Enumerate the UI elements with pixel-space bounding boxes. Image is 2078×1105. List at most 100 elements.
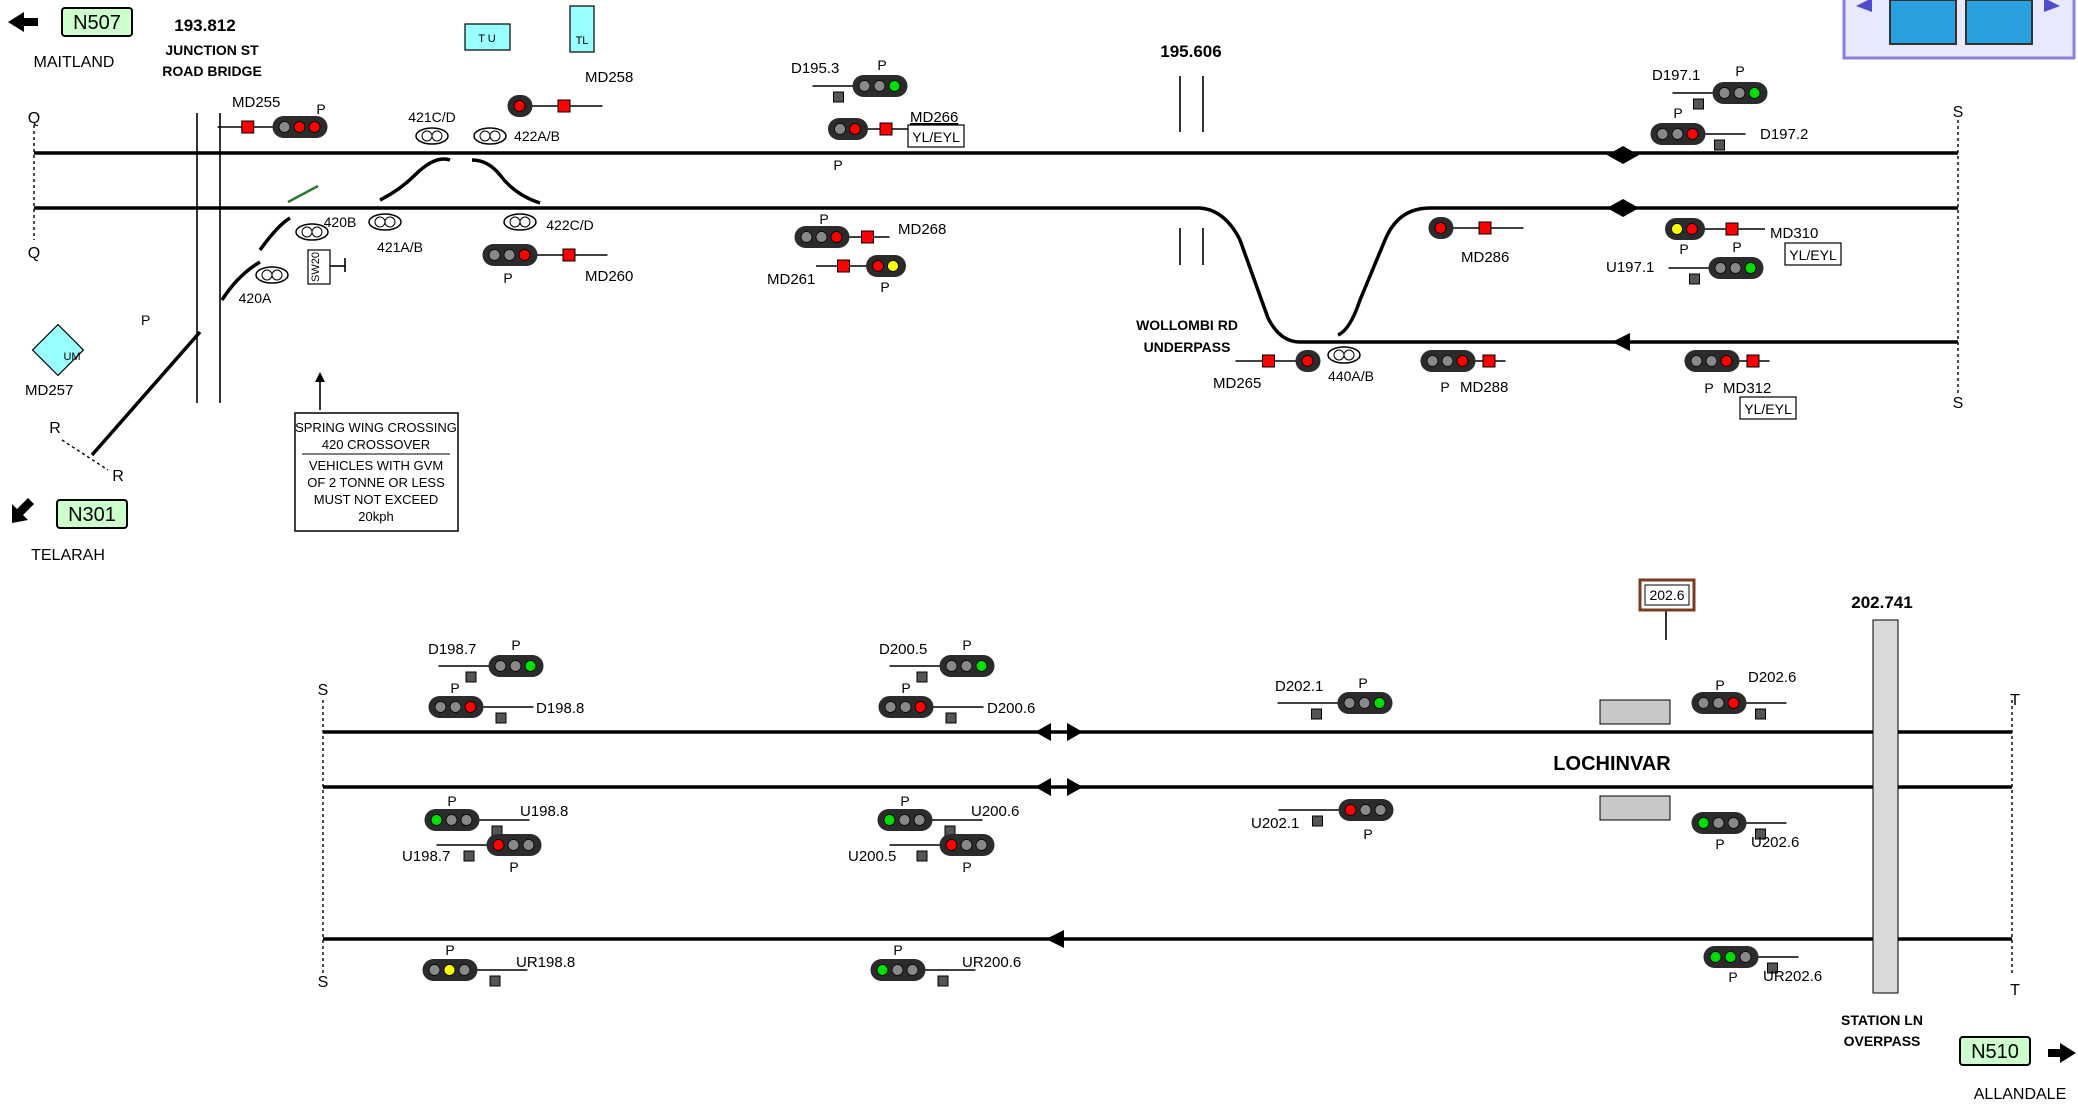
u2026-p: P [1715,836,1724,852]
km-193: 193.812 [174,16,235,35]
signal-d2005-lamp [945,660,958,672]
signal-md255-lamp [308,121,321,133]
md258-label: MD258 [585,69,633,86]
signal-md265[interactable] [1235,350,1321,372]
signal-d1971[interactable] [1672,82,1768,110]
md288-p: P [1440,379,1449,395]
d1971-p: P [1735,63,1744,79]
direction-arrow-4 [1035,723,1083,741]
signal-md310-lamp [1671,223,1683,235]
signal-d2006[interactable] [878,696,984,724]
d2021-p: P [1358,675,1367,691]
point-422ab: 422A/B [514,128,560,144]
signal-d1953-marker [833,91,844,103]
signal-d1953-lamp [888,80,901,92]
signal-u1971-lamp [1744,262,1757,274]
signal-md286-lamp [1434,222,1447,234]
u1987-p: P [509,859,518,875]
signal-u1988[interactable] [424,809,530,837]
signal-md312-lamp [1720,355,1733,367]
signal-md258[interactable] [507,95,603,117]
km-195: 195.606 [1160,42,1221,61]
signal-u2005-lamp [960,839,973,851]
signal-ur1988[interactable] [422,959,528,987]
letter-t-2: T [2010,982,2020,999]
monitor-widget[interactable] [1842,0,2076,60]
d2021-label: D202.1 [1275,678,1323,695]
signal-d2006-lamp [914,701,927,713]
sw20-box [307,249,331,285]
signal-md260[interactable] [482,244,608,266]
point-motor-icon [255,266,289,284]
station-ln-line2: OVERPASS [1844,1033,1921,1049]
signal-labels: MD255 P MD258 MD257 P MD260 P D195.3 P M… [25,57,1842,985]
signal-md260-lamp [503,249,516,261]
signal-u1971-marker [1689,273,1700,285]
letter-q-bottom: Q [28,245,40,262]
md288-label: MD288 [1460,379,1508,396]
signal-u1971[interactable] [1668,257,1764,285]
signal-ur2006[interactable] [870,959,976,987]
signal-ur2026-lamp [1724,951,1737,963]
monitor-arrow-left-icon[interactable] [1856,0,1872,12]
monitor-arrow-right-icon[interactable] [2044,0,2060,12]
letter-r-1: R [49,420,61,437]
signal-u2021[interactable] [1278,799,1394,827]
signal-u2026[interactable] [1691,812,1787,840]
signal-d1987[interactable] [438,655,544,683]
signal-d2026[interactable] [1691,692,1787,720]
u1988-p: P [447,793,456,809]
signal-md312[interactable] [1684,350,1770,372]
signal-md310-head [1665,218,1705,240]
signal-md266-lamp [849,123,861,135]
signal-md255[interactable] [217,116,328,138]
signal-d2026-lamp [1712,697,1725,709]
signal-md255-indicator [241,120,255,134]
monitor-screen-1-icon [1889,0,1957,45]
monitor-screen-2-icon [1965,0,2033,45]
signal-d2026-lamp [1727,697,1740,709]
signal-d1972[interactable] [1650,123,1746,151]
signal-d1972-lamp [1671,128,1684,140]
signal-md288-lamp [1441,355,1454,367]
signal-md268[interactable] [794,226,890,248]
crossover-422 [471,158,541,205]
point-motor-icon [295,223,329,241]
signal-md310[interactable] [1665,218,1765,240]
u2005-label: U200.5 [848,848,896,865]
signal-u2021-lamp [1344,804,1357,816]
signal-md265-indicator [1262,354,1275,368]
signal-d1972-lamp [1656,128,1669,140]
signal-md266[interactable] [828,118,908,140]
signal-md261-lamp [872,260,884,272]
signal-d2005[interactable] [889,655,995,683]
signal-d1971-lamp [1718,87,1731,99]
u1987-label: U198.7 [402,848,450,865]
md310-ind: YL/EYL [1789,247,1837,263]
signal-d2006-lamp [899,701,912,713]
signal-d2021[interactable] [1277,692,1393,720]
md255-p: P [316,101,325,117]
ur2006-label: UR200.6 [962,954,1021,971]
signal-md286[interactable] [1428,217,1524,239]
signal-u1987[interactable] [436,834,542,862]
signal-d1953[interactable] [812,75,908,103]
signal-u2006[interactable] [877,809,983,837]
signal-ur2026[interactable] [1703,946,1799,974]
signal-md261[interactable] [816,255,906,277]
signal-md265-lamp [1301,355,1314,367]
signal-d1987-lamp [509,660,522,672]
signal-u1988-lamp [445,814,458,826]
letter-s-4: S [318,974,329,991]
signal-d1988[interactable] [428,696,534,724]
monitor-frame[interactable] [1842,0,2076,60]
md286-label: MD286 [1461,249,1509,266]
n510-code: N510 [1971,1041,2019,1063]
u2021-label: U202.1 [1251,815,1299,832]
signal-u1988-lamp [430,814,443,826]
signal-md288[interactable] [1420,350,1506,372]
signal-u2005[interactable] [889,834,995,862]
location-n301: N301 TELARAH [12,498,128,564]
tl-box [569,5,595,53]
md255-label: MD255 [232,94,280,111]
